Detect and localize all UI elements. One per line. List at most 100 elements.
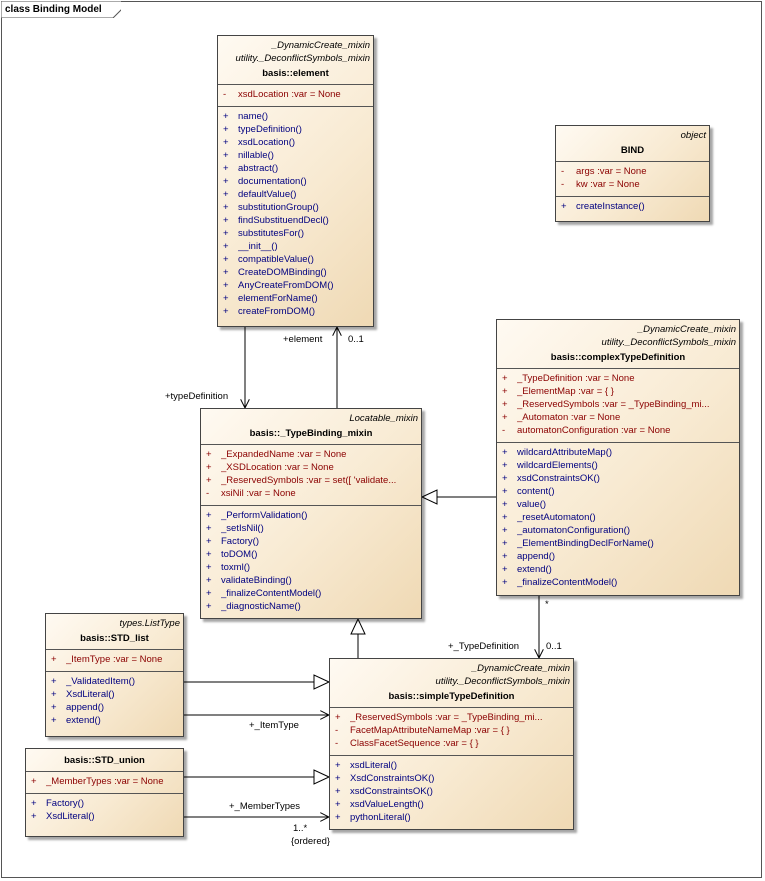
operation-row[interactable]: +abstract()	[218, 162, 373, 175]
operation-row[interactable]: +Factory()	[201, 535, 421, 548]
operation-row[interactable]: +documentation()	[218, 175, 373, 188]
attribute-row[interactable]: -FacetMapAttributeNameMap :var = { }	[330, 724, 573, 737]
operation-row[interactable]: +Factory()	[26, 797, 183, 810]
operation-row[interactable]: +xsdLocation()	[218, 136, 373, 149]
operation-row[interactable]: +CreateDOMBinding()	[218, 266, 373, 279]
operation-row[interactable]: +wildcardAttributeMap()	[497, 446, 739, 459]
operation-row[interactable]: +_ValidatedItem()	[46, 675, 183, 688]
class-name: BIND	[620, 145, 645, 156]
attribute-row[interactable]: +_ReservedSymbols :var = set([ 'validate…	[201, 474, 421, 487]
operation-row-text: _ValidatedItem()	[66, 676, 135, 687]
class-std-union[interactable]: basis::STD_union+_MemberTypes :var = Non…	[25, 748, 184, 837]
attribute-row[interactable]: +_ElementMap :var = { }	[497, 385, 739, 398]
operation-row[interactable]: +xsdConstraintsOK()	[497, 472, 739, 485]
operation-row[interactable]: +_ElementBindingDeclForName()	[497, 537, 739, 550]
attribute-row[interactable]: +_ReservedSymbols :var = _TypeBinding_mi…	[330, 711, 573, 724]
operation-row[interactable]: +append()	[497, 550, 739, 563]
visibility-marker: +	[561, 201, 567, 212]
operation-row[interactable]: +XsdLiteral()	[26, 810, 183, 823]
operation-row[interactable]: +nillable()	[218, 149, 373, 162]
operation-row[interactable]: +extend()	[46, 714, 183, 727]
operation-row[interactable]: +_resetAutomaton()	[497, 511, 739, 524]
visibility-marker: +	[335, 786, 341, 797]
visibility-marker: +	[206, 449, 212, 460]
attribute-row[interactable]: +_Automaton :var = None	[497, 411, 739, 424]
operation-row[interactable]: +value()	[497, 498, 739, 511]
membertypes-role-label: +_MemberTypes	[229, 801, 301, 812]
visibility-marker: +	[223, 176, 229, 187]
operation-row[interactable]: +_setIsNil()	[201, 522, 421, 535]
operation-row[interactable]: +_diagnosticName()	[201, 600, 421, 613]
operation-row[interactable]: +wildcardElements()	[497, 459, 739, 472]
visibility-marker: +	[502, 564, 508, 575]
attribute-row[interactable]: + _ExpandedName :var = None	[201, 448, 421, 461]
attribute-row[interactable]: +_TypeDefinition :var = None	[497, 372, 739, 385]
attribute-row-text: xsdLocation :var = None	[238, 89, 341, 100]
operation-row[interactable]: +xsdConstraintsOK()	[330, 785, 573, 798]
operation-row[interactable]: +pythonLiteral()	[330, 811, 573, 824]
operation-row[interactable]: +_finalizeContentModel()	[497, 576, 739, 589]
class-stereotype: utility._DeconflictSymbols_mixin	[601, 337, 736, 348]
operation-row[interactable]: +compatibleValue()	[218, 253, 373, 266]
operation-row[interactable]: +xsdLiteral()	[330, 759, 573, 772]
operation-row[interactable]: +validateBinding()	[201, 574, 421, 587]
operation-row-text: typeDefinition()	[238, 124, 302, 135]
operation-row[interactable]: +_automatonConfiguration()	[497, 524, 739, 537]
operation-row[interactable]: +typeDefinition()	[218, 123, 373, 136]
operation-row[interactable]: +XsdLiteral()	[46, 688, 183, 701]
operation-row[interactable]: +extend()	[497, 563, 739, 576]
visibility-marker: +	[502, 525, 508, 536]
attribute-row[interactable]: -kw :var = None	[556, 178, 709, 191]
class-attributes: +_TypeDefinition :var = None+_ElementMap…	[497, 369, 739, 443]
operation-row[interactable]: +toDOM()	[201, 548, 421, 561]
attribute-row[interactable]: +_ReservedSymbols :var = _TypeBinding_mi…	[497, 398, 739, 411]
operation-row-text: value()	[517, 499, 547, 510]
operation-row[interactable]: +toxml()	[201, 561, 421, 574]
operation-row-text: content()	[517, 486, 555, 497]
attribute-row[interactable]: -xsiNil :var = None	[201, 487, 421, 500]
operation-row[interactable]: +findSubstituendDecl()	[218, 214, 373, 227]
operation-row[interactable]: +createFromDOM()	[218, 305, 373, 318]
operation-row-text: _finalizeContentModel()	[517, 577, 618, 588]
frame-title-tab	[1, 1, 121, 18]
operation-row[interactable]: +name()	[218, 110, 373, 123]
visibility-marker: +	[502, 373, 508, 384]
operation-row-text: _finalizeContentModel()	[221, 588, 322, 599]
operation-row[interactable]: + content()	[497, 485, 739, 498]
operation-row-text: xsdLiteral()	[350, 760, 397, 771]
operation-row[interactable]: +elementForName()	[218, 292, 373, 305]
operation-row[interactable]: +_finalizeContentModel()	[201, 587, 421, 600]
attribute-row[interactable]: -args :var = None	[556, 165, 709, 178]
attribute-row-text: automatonConfiguration :var = None	[517, 425, 671, 436]
attribute-row[interactable]: +_MemberTypes :var = None	[26, 775, 183, 788]
operation-row[interactable]: +substitutionGroup()	[218, 201, 373, 214]
attribute-row[interactable]: +_ItemType :var = None	[46, 653, 183, 666]
attribute-row[interactable]: +_XSDLocation :var = None	[201, 461, 421, 474]
attribute-row-text: _ExpandedName :var = None	[221, 449, 347, 460]
operation-row[interactable]: +__init__()	[218, 240, 373, 253]
visibility-marker: +	[502, 486, 508, 497]
attribute-row[interactable]: -xsdLocation :var = None	[218, 88, 373, 101]
operation-row[interactable]: +append()	[46, 701, 183, 714]
operation-row-text: substitutionGroup()	[238, 202, 319, 213]
attribute-row[interactable]: -ClassFacetSequence :var = { }	[330, 737, 573, 750]
visibility-marker: +	[502, 538, 508, 549]
operation-row[interactable]: +AnyCreateFromDOM()	[218, 279, 373, 292]
operation-row[interactable]: +xsdValueLength()	[330, 798, 573, 811]
operation-row[interactable]: +createInstance()	[556, 200, 709, 213]
operation-row[interactable]: +defaultValue()	[218, 188, 373, 201]
attribute-row-text: _Automaton :var = None	[517, 412, 621, 423]
visibility-marker: -	[561, 166, 565, 177]
operation-row-text: _setIsNil()	[221, 523, 264, 534]
attribute-row[interactable]: -automatonConfiguration :var = None	[497, 424, 739, 437]
visibility-marker: +	[502, 512, 508, 523]
operation-row[interactable]: +XsdConstraintsOK()	[330, 772, 573, 785]
operation-row[interactable]: +_PerformValidation()	[201, 509, 421, 522]
operation-row[interactable]: +substitutesFor()	[218, 227, 373, 240]
